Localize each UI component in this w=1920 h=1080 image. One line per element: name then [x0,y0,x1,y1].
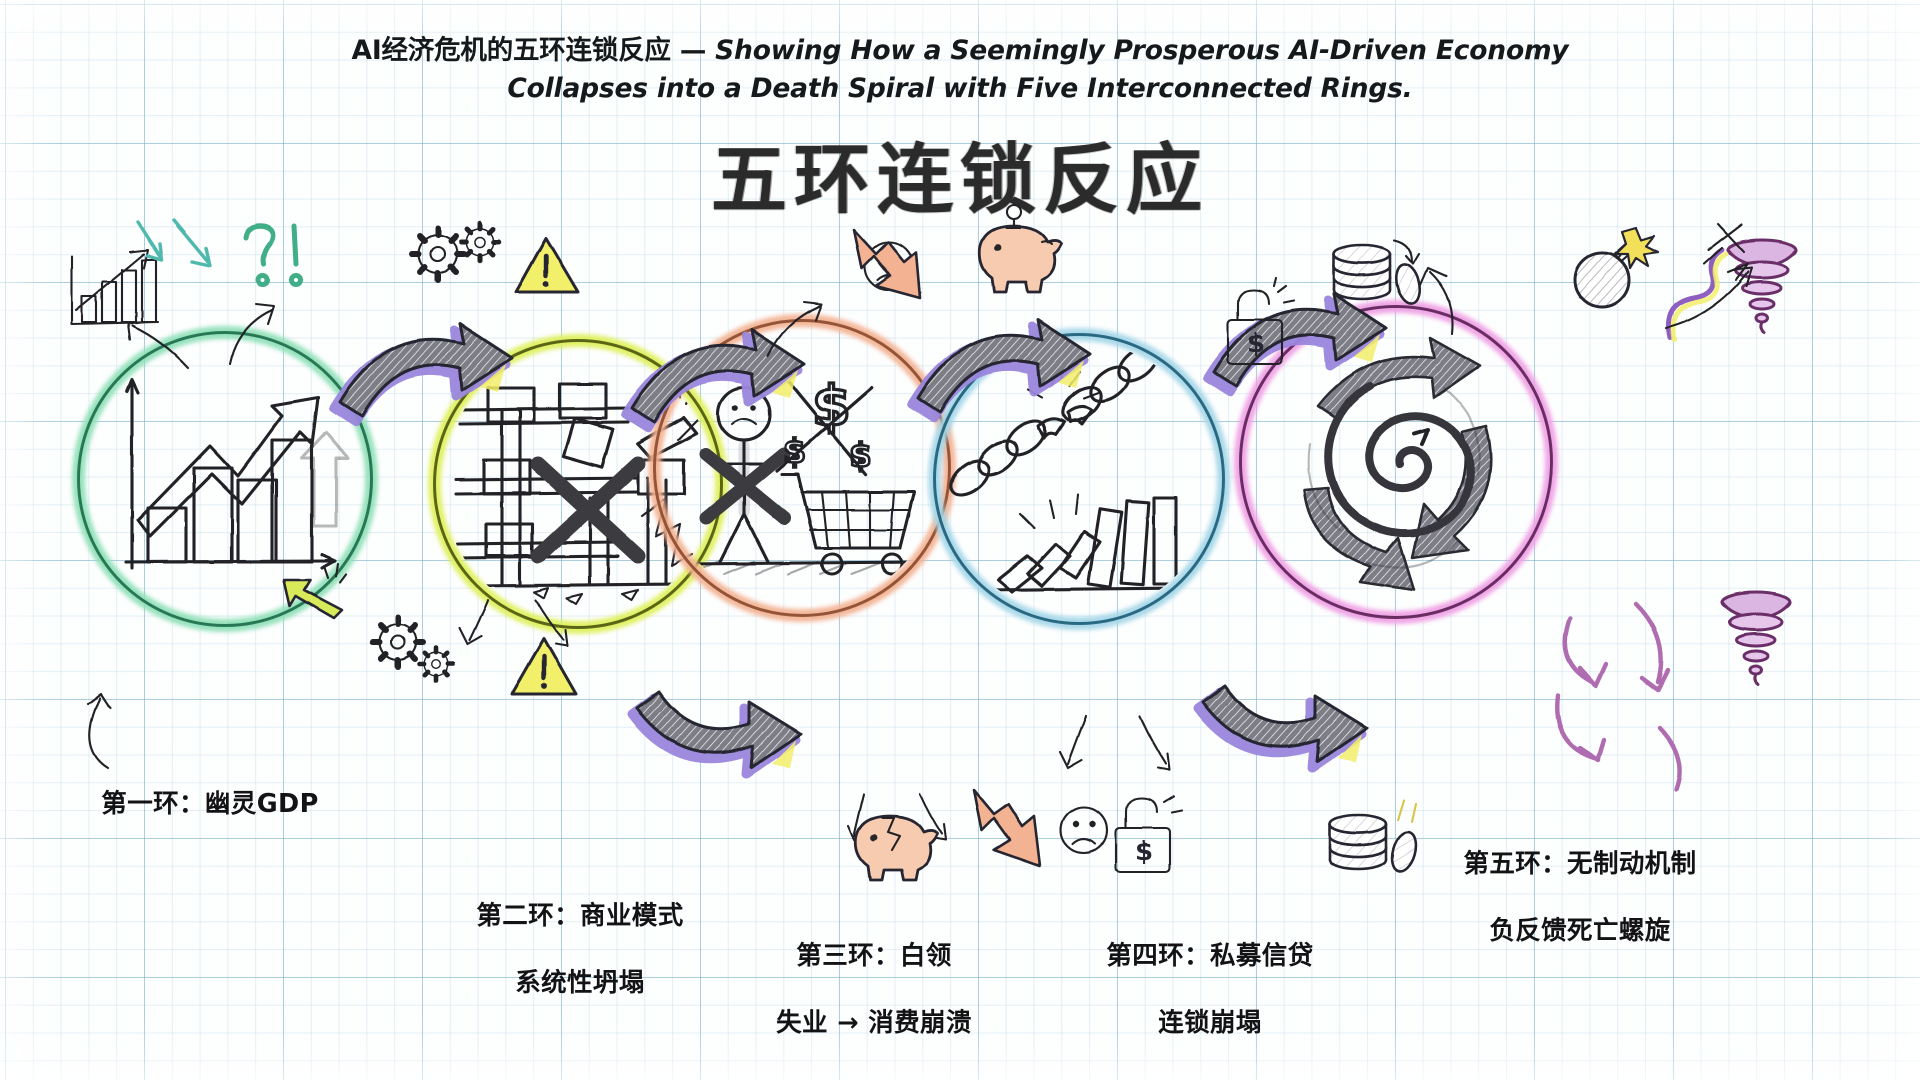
question-exclamation-icon [238,222,318,294]
ring-5-swirl-arrows-icon [1540,600,1760,800]
connector-arrow-4-5-lower [1193,684,1369,786]
ring-3-label-line-1: 第三环：白领 [796,940,952,971]
connector-arrow-2-3-lower [627,690,803,792]
ring-1-outline [77,331,373,627]
ring-3-label: 第三环：白领 失业 → 消费崩溃 [664,906,1084,1074]
ring-1-phantom-gdp[interactable] [61,315,389,643]
gears-icon [408,218,508,308]
ring-5-label: 第五环：无制动机制 负反馈死亡螺旋 [1350,814,1810,982]
ring-2-label-line-1: 第二环：商业模式 [476,900,684,931]
ring-3-label-line-2: 失业 → 消费崩溃 [776,1007,972,1038]
bomb-icon [1566,224,1662,316]
subtitle-line-1-en: Showing How a Seemingly Prosperous AI-Dr… [715,35,1569,66]
ring-5-label-line-1: 第五环：无制动机制 [1463,848,1697,879]
ring-4-label-line-2: 连锁崩塌 [1158,1007,1262,1038]
warning-triangle-icon [510,232,584,300]
tornado-icon [1706,588,1806,688]
ring-5-label-line-2: 负反馈死亡螺旋 [1489,915,1671,946]
sad-face-icon [1052,800,1116,860]
dollar-lock-icon: $ [1104,790,1184,880]
sad-face-icon [856,236,922,296]
ring-2-label-line-2: 系统性坍塌 [515,967,645,998]
subtitle-line-1-cn: AI经济危机的五环连锁反应 — [351,35,716,66]
subtitle: AI经济危机的五环连锁反应 — Showing How a Seemingly … [0,32,1920,107]
ring-5-death-spiral[interactable] [1222,288,1570,636]
broken-arrow-icon [1660,218,1780,348]
ring-4-label-line-1: 第四环：私募信贷 [1106,940,1314,971]
down-trend-arrow-icon [846,226,936,316]
subtitle-line-1: AI经济危机的五环连锁反应 — Showing How a Seemingly … [0,32,1920,70]
ring-1-label-line-1: 第一环：幽灵GDP [101,788,319,819]
ring-3-illustration-crossed-person-cart: $ $ $ [662,328,942,608]
ring-5-outline [1239,305,1553,619]
ring-4-label: 第四环：私募信贷 连锁崩塌 [1000,906,1420,1074]
ring-1-illustration-bar-chart [86,340,364,618]
svg-text:$: $ [783,431,806,470]
page-title: 五环连锁反应 [711,135,1209,224]
ring-3-down-pointer-icon [846,790,968,850]
ring-2-label: 第二环：商业模式 系统性坍塌 [370,866,790,1034]
svg-text:$: $ [1135,837,1153,867]
bar-chart-up-icon [60,248,170,338]
svg-text:$: $ [1247,329,1265,359]
svg-text:$: $ [812,374,851,439]
gears-icon [366,606,466,696]
ring-1-label: 第一环：幽灵GDP [0,754,420,855]
ring-4-down-pointer-icon [1058,712,1190,782]
subtitle-line-2: Collapses into a Death Spiral with Five … [507,72,1413,104]
coin-stack-icon [1320,222,1430,306]
tornado-icon [1712,236,1812,336]
ring-4-private-credit-collapse[interactable] [917,317,1241,641]
piggy-bank-cracked-icon [836,796,944,882]
ring-3-white-collar-unemployment[interactable]: $ $ $ [637,303,967,633]
ring-5-illustration-spiral-arrows [1248,314,1544,610]
warning-triangle-icon [506,632,582,702]
down-trend-arrow-icon [968,786,1054,882]
ring-4-illustration-chain-dominoes [942,342,1216,616]
